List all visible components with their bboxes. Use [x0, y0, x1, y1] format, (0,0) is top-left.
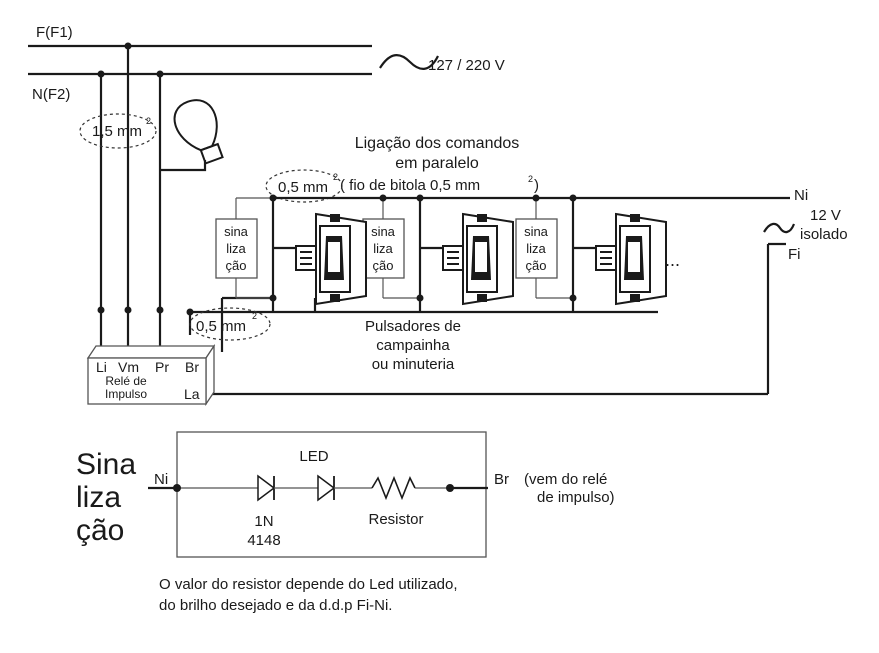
led-icon: [317, 474, 336, 502]
diode-1n4148-icon: [257, 474, 276, 502]
pushbutton-caption-1: Pulsadores de: [365, 318, 461, 335]
junction-dot: [97, 306, 105, 314]
diode-label-1: 1N: [254, 513, 273, 530]
resistor-icon: [371, 475, 416, 501]
gauge-ellipse: [189, 307, 271, 341]
signal-box-label: liza: [373, 241, 393, 256]
commands-gauge-note: ( fio de bitola 0,5 mm: [340, 177, 480, 194]
signal-box-label: ção: [226, 258, 247, 273]
detail-br-label: Br: [494, 471, 509, 488]
command-group-2: [362, 194, 447, 312]
relay-terminal-li: Li: [96, 359, 107, 375]
detail-ni-label: Ni: [154, 471, 168, 488]
main-gauge-sup: 2: [146, 116, 151, 126]
junction-dot: [124, 306, 132, 314]
detail-title-1: Sina: [76, 448, 136, 481]
signal-box-label: liza: [526, 241, 546, 256]
more-ellipsis: ...: [665, 250, 680, 270]
detail-box: [176, 431, 487, 558]
command-group-3: [515, 194, 600, 312]
lamp-icon: [173, 99, 224, 165]
signal-box-label: liza: [226, 241, 246, 256]
detail-title-3: ção: [76, 514, 124, 547]
phase-label: F(F1): [36, 24, 73, 41]
led-label: LED: [299, 448, 328, 465]
signal-box-label: ção: [526, 258, 547, 273]
relay-terminal-vm: Vm: [118, 359, 139, 375]
fi-label: Fi: [788, 246, 801, 263]
ni-label: Ni: [794, 187, 808, 204]
diode-label-2: 4148: [247, 532, 280, 549]
gauge-ellipse: [265, 169, 343, 203]
impulse-relay-box: [86, 343, 216, 407]
commands-title-2: em paralelo: [395, 155, 479, 172]
ac-symbol-icon: [379, 54, 439, 70]
lower-gauge-sup: 2: [252, 311, 257, 321]
pushbutton-switch-icon: [595, 212, 667, 306]
commands-gauge-label: 0,5 mm: [278, 179, 328, 196]
detail-br-note-2: de impulso): [537, 489, 615, 506]
low-voltage-label-1: 12 V: [810, 207, 841, 224]
main-gauge-label: 1,5 mm: [92, 123, 142, 140]
relay-terminal-la: La: [184, 386, 200, 402]
junction-dot: [97, 70, 105, 78]
lower-gauge-label: 0,5 mm: [196, 318, 246, 335]
signal-box: [215, 218, 258, 279]
detail-br-note-1: (vem do relé: [524, 471, 607, 488]
low-voltage-label-2: isolado: [800, 226, 848, 243]
relay-name-2: Impulso: [105, 387, 147, 401]
commands-title-1: Ligação dos comandos: [355, 135, 520, 152]
gauge-ellipse: [79, 113, 157, 149]
junction-dot: [173, 484, 181, 492]
signal-box: [515, 218, 558, 279]
mains-voltage-label: 127 / 220 V: [428, 57, 505, 74]
signal-box-label: ção: [373, 258, 394, 273]
pushbutton-switch-icon: [295, 212, 367, 306]
note-line-1: O valor do resistor depende do Led utili…: [159, 576, 458, 593]
neutral-label: N(F2): [32, 86, 70, 103]
pushbutton-switch-icon: [442, 212, 514, 306]
note-line-2: do brilho desejado e da d.d.p Fi-Ni.: [159, 597, 392, 614]
resistor-label: Resistor: [368, 511, 423, 528]
junction-dot: [156, 70, 164, 78]
junction-dot: [186, 308, 194, 316]
commands-gauge-sup: 2: [333, 172, 338, 182]
relay-name-1: Relé de: [105, 374, 147, 388]
relay-terminal-pr: Pr: [155, 359, 169, 375]
relay-terminal-br: Br: [185, 359, 199, 375]
pushbutton-caption-2: campainha: [376, 337, 450, 354]
pushbutton-caption-3: ou minuteria: [372, 356, 455, 373]
ac-symbol-icon: [763, 222, 796, 234]
detail-title-2: liza: [76, 481, 121, 514]
command-group-1: [215, 194, 317, 312]
signal-box-label: sina: [224, 224, 249, 239]
lamp-wire: [160, 160, 207, 172]
junction-dot: [124, 42, 132, 50]
signal-box-label: sina: [524, 224, 549, 239]
commands-gauge-note-sup: 2: [528, 174, 533, 184]
junction-dot: [156, 306, 164, 314]
signal-box-label: sina: [371, 224, 396, 239]
commands-gauge-note-close: ): [534, 177, 539, 194]
